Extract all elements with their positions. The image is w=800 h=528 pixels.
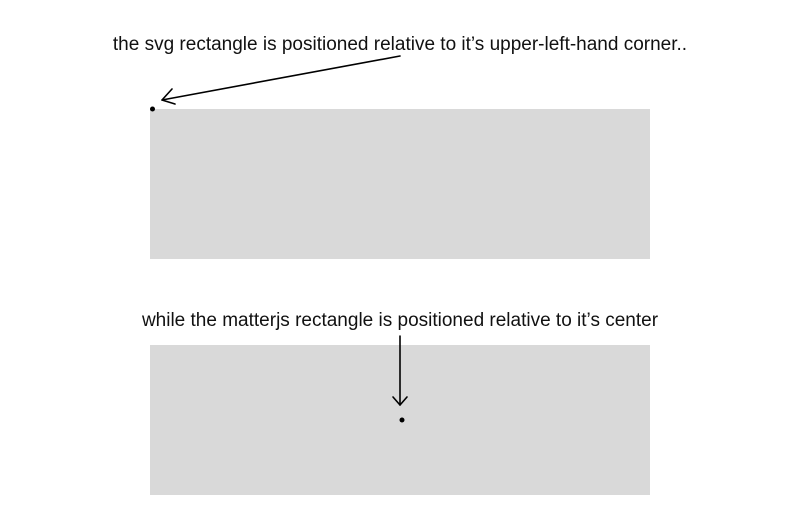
bottom-arrow (392, 335, 408, 406)
svg-rectangle (150, 109, 650, 259)
svg-rectangle-caption: the svg rectangle is positioned relative… (112, 34, 688, 55)
matterjs-rectangle-caption: while the matterjs rectangle is position… (141, 310, 659, 331)
matterjs-origin-dot (399, 417, 405, 423)
top-arrow (161, 55, 401, 105)
svg-origin-dot (150, 106, 155, 112)
